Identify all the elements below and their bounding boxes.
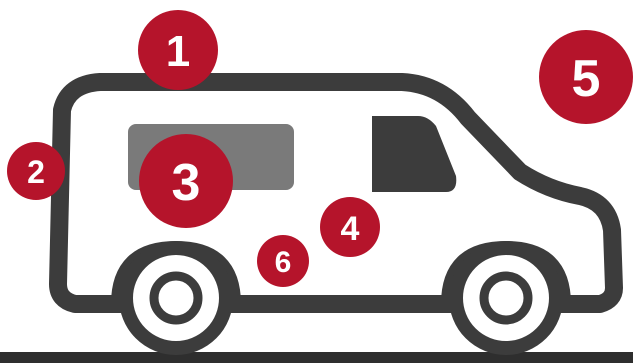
marker-label: 1 bbox=[166, 27, 190, 76]
rear-wheel bbox=[126, 248, 226, 348]
front-wheel bbox=[456, 248, 556, 348]
marker-5: 5 bbox=[539, 30, 633, 124]
marker-label: 2 bbox=[27, 154, 45, 190]
marker-label: 4 bbox=[341, 210, 360, 248]
marker-label: 6 bbox=[275, 246, 292, 279]
marker-2: 2 bbox=[7, 142, 65, 200]
marker-label: 3 bbox=[172, 154, 201, 212]
marker-3: 3 bbox=[139, 134, 233, 228]
ground-line bbox=[0, 352, 633, 363]
marker-1: 1 bbox=[138, 10, 218, 90]
marker-6: 6 bbox=[257, 235, 309, 287]
marker-label: 5 bbox=[572, 50, 601, 108]
marker-4: 4 bbox=[320, 197, 380, 257]
